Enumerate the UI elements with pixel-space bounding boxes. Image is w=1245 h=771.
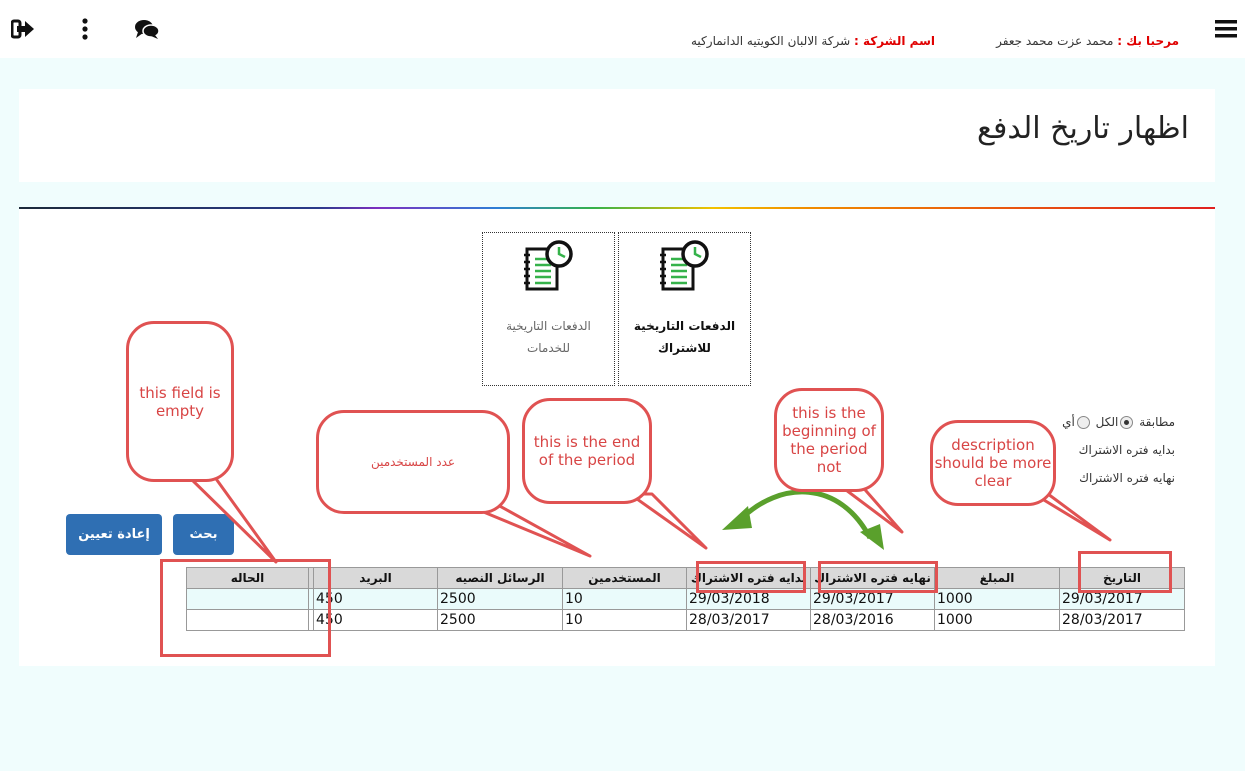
- filter-row-end[interactable]: نهايه فتره الاشتراك: [1079, 471, 1175, 485]
- col-header-end[interactable]: نهايه فتره الاشتراك: [810, 567, 935, 589]
- welcome-label: مرحبا بك :: [1117, 34, 1179, 48]
- callout-text: description should be more clear: [934, 436, 1052, 490]
- table-row[interactable]: 28/03/2017 1000 28/03/2016 28/03/2017 10…: [50, 609, 1185, 631]
- filter-area: مطابقة الكل أي بدايه فتره الاشتراك نهايه…: [1062, 410, 1175, 494]
- callout-text: this field is empty: [139, 383, 221, 420]
- col-header-date[interactable]: التاريخ: [1059, 567, 1185, 589]
- company-label: اسم الشركة :: [853, 34, 935, 48]
- welcome-text: مرحبا بك : محمد عزت محمد جعفر: [996, 34, 1179, 48]
- callout-description: description should be more clear: [930, 420, 1056, 506]
- radio-all[interactable]: [1120, 416, 1134, 429]
- radio-all-label: الكل: [1095, 415, 1119, 429]
- radio-any[interactable]: [1076, 416, 1090, 429]
- callout-end-period: this is the end of the period: [522, 398, 652, 504]
- sign-out-icon[interactable]: [10, 18, 37, 42]
- company-name: شركة الالبان الكويتيه الدانماركيه: [691, 34, 851, 48]
- card-service-payments[interactable]: الدفعات التاريخية للخدمات: [482, 232, 615, 386]
- chat-icon[interactable]: [134, 18, 160, 42]
- callout-users-count: عدد المستخدمين: [316, 410, 510, 514]
- callout-tail-end: [628, 492, 708, 550]
- green-arrows: [738, 489, 873, 540]
- more-vertical-icon[interactable]: [79, 18, 105, 42]
- match-row: مطابقة الكل أي: [1062, 410, 1175, 438]
- table-empty-area: [49, 567, 187, 589]
- color-divider: [19, 207, 1215, 209]
- company-text: اسم الشركة : شركة الالبان الكويتيه الدان…: [691, 34, 935, 48]
- callout-field-empty: this field is empty: [126, 321, 234, 482]
- radio-any-label: أي: [1062, 415, 1075, 429]
- page-title: اظهار تاريخ الدفع: [977, 111, 1189, 146]
- notebook-clock-icon: [521, 239, 577, 299]
- card-label: الدفعات التاريخية للخدمات: [506, 319, 591, 355]
- cell-date: 28/03/2017: [1059, 609, 1185, 631]
- callout-text: this is the end of the period: [533, 433, 641, 469]
- callout-tail-empty: [186, 474, 278, 564]
- col-header-status[interactable]: الحاله: [186, 567, 309, 589]
- top-bar: مرحبا بك : محمد عزت محمد جعفر اسم الشركة…: [0, 0, 1245, 58]
- callout-text: this is the beginning of the period not: [782, 404, 876, 476]
- callout-beginning-period: this is the beginning of the period not: [774, 388, 884, 492]
- cell-end: 28/03/2016: [810, 609, 935, 631]
- cell-start: 28/03/2017: [686, 609, 811, 631]
- highlight-status-column: [160, 559, 331, 657]
- match-label: مطابقة: [1139, 415, 1175, 429]
- callout-text: عدد المستخدمين: [370, 455, 456, 469]
- callout-tail-description: [1032, 492, 1112, 542]
- card-subscription-payments[interactable]: الدفعات التاريخية للاشتراك: [618, 232, 751, 386]
- arrow-head-left: [722, 506, 752, 530]
- reset-button[interactable]: إعادة تعيين: [66, 514, 162, 555]
- arrow-head-right: [860, 524, 884, 550]
- cell-users: 10: [562, 588, 687, 610]
- cell-sms: 2500: [437, 588, 563, 610]
- menu-icon[interactable]: [1214, 18, 1240, 42]
- highlight-date-header: [1078, 551, 1172, 593]
- cell-email: 450: [313, 609, 438, 631]
- notebook-clock-icon: [657, 239, 713, 299]
- title-panel: اظهار تاريخ الدفع: [19, 89, 1215, 182]
- cell-status: [186, 609, 309, 631]
- cell-status: [186, 588, 309, 610]
- table-row[interactable]: 29/03/2017 1000 29/03/2017 29/03/2018 10…: [50, 588, 1185, 610]
- col-header-email[interactable]: البريد: [313, 567, 438, 589]
- highlight-end-header: [818, 561, 938, 593]
- card-label: الدفعات التاريخية للاشتراك: [633, 319, 736, 355]
- payments-table: التاريخ المبلغ نهايه فتره الاشتراك بدايه…: [49, 567, 1185, 631]
- user-name: محمد عزت محمد جعفر: [996, 34, 1114, 48]
- col-header-sms[interactable]: الرسائل النصيه: [437, 567, 563, 589]
- cell-blank: [308, 609, 314, 631]
- filter-row-start[interactable]: بدايه فتره الاشتراك: [1078, 443, 1175, 457]
- highlight-start-header: [696, 561, 806, 593]
- cell-amount: 1000: [934, 609, 1060, 631]
- col-header-start[interactable]: بدايه فتره الاشتراك: [686, 567, 811, 589]
- search-button[interactable]: بحث: [173, 514, 234, 555]
- cell-users: 10: [562, 609, 687, 631]
- cell-sms: 2500: [437, 609, 563, 631]
- cell-date: 29/03/2017: [1059, 588, 1185, 610]
- cell-amount: 1000: [934, 588, 1060, 610]
